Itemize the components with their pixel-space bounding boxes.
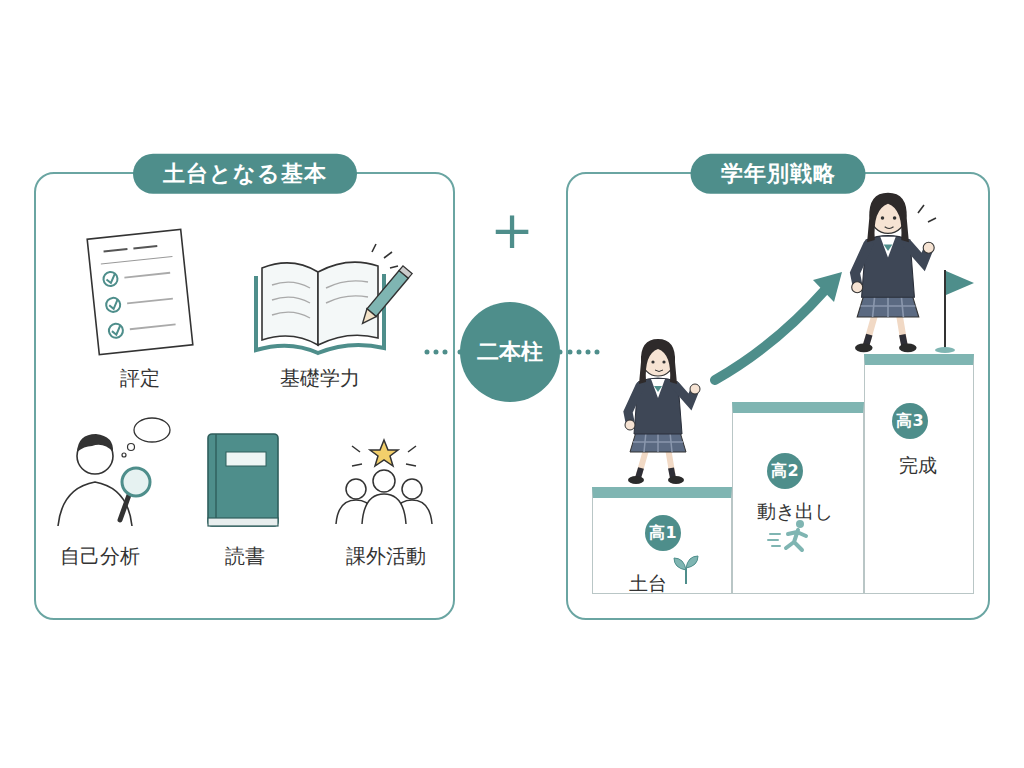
step-label: 完成 — [899, 454, 937, 477]
reading-book-icon — [208, 434, 278, 526]
panel-heading: 土台となる基本 — [133, 154, 357, 194]
goal-flag — [935, 270, 974, 353]
icon-caption: 自己分析 — [60, 544, 140, 568]
icon-caption: 課外活動 — [346, 544, 426, 568]
icon-caption: 読書 — [225, 544, 265, 568]
progress-arrowhead — [813, 272, 842, 302]
grade-badge: 高1 — [645, 515, 681, 551]
student-figure — [852, 193, 935, 353]
sprout-icon — [674, 556, 698, 584]
progress-arrow — [715, 290, 825, 380]
grade-badge: 高3 — [892, 403, 928, 439]
dotted-link — [427, 350, 453, 355]
plus-sign: + — [490, 199, 534, 261]
icon-caption: 評定 — [120, 366, 160, 390]
runner-icon — [768, 520, 806, 550]
student-figure — [625, 339, 700, 484]
spark-lines — [918, 205, 936, 222]
grade-badge: 高2 — [767, 453, 803, 489]
grade-sheet-icon — [87, 229, 193, 354]
grade-step: 高1 土台 — [592, 487, 732, 594]
pillar-circle: 二本柱 — [460, 302, 560, 402]
icon-caption: 基礎学力 — [280, 366, 360, 390]
panel-heading: 学年別戦略 — [691, 154, 866, 194]
self-analysis-icon — [58, 418, 170, 526]
circle-label: 二本柱 — [477, 339, 543, 365]
dotted-link — [570, 350, 598, 355]
step-label: 動き出し — [757, 500, 833, 523]
strategy-panel: 学年別戦略高1土台高2動き出し高3完成 — [566, 172, 990, 620]
activities-icon — [336, 440, 432, 524]
grade-step: 高3 完成 — [864, 354, 974, 594]
step-label: 土台 — [629, 572, 667, 595]
study-book-icon — [256, 244, 412, 353]
grade-step: 高2 動き出し — [732, 402, 864, 594]
